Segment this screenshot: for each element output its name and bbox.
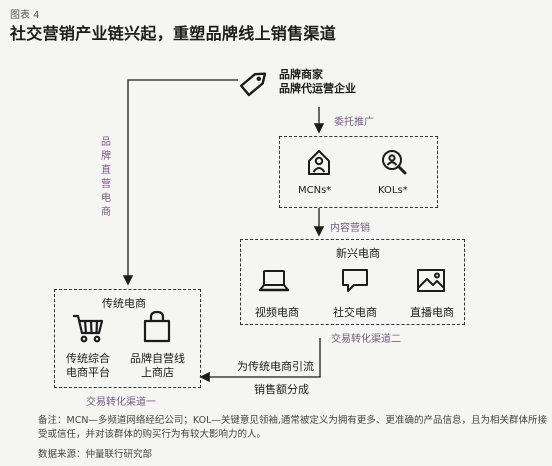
traditional-platform-line2: 电商平台	[66, 366, 110, 379]
social-ecommerce-label: 社交电商	[333, 306, 377, 319]
sales-share-label: 销售额分成	[254, 383, 309, 396]
traditional-ecommerce-box	[54, 289, 201, 388]
arrow-brand-to-traditional	[122, 79, 238, 286]
image-icon	[417, 269, 445, 292]
price-tag-icon	[239, 72, 267, 97]
arrow-emerging-to-traditional	[199, 338, 321, 383]
chat-bubble-icon	[342, 269, 368, 292]
channel-two-label: 交易转化渠道二	[331, 334, 401, 345]
brand-merchant-label: 品牌商家	[279, 68, 323, 81]
emerging-title: 新兴电商	[336, 247, 380, 260]
content-marketing-label: 内容营销	[330, 223, 370, 234]
mcn-kol-box	[279, 136, 438, 208]
brand-store-label: 品牌自营线 上商店	[130, 352, 185, 380]
shopping-bag-icon	[143, 310, 171, 343]
page-title: 社交营销产业链兴起，重塑品牌线上销售渠道	[10, 24, 337, 43]
entrust-label: 委托推广	[334, 117, 374, 128]
footnote: 备注：MCN—多频道网络经纪公司；KOL—关键意见领袖,通常被定义为拥有更多、更…	[38, 414, 548, 442]
brand-store-line1: 品牌自营线	[130, 352, 185, 365]
brand-agency-label: 品牌代运营企业	[279, 82, 356, 95]
figure-label: 图表 4	[10, 10, 40, 21]
mcns-label: MCNs*	[298, 185, 332, 196]
kols-label: KOLs*	[378, 185, 408, 196]
live-ecommerce-label: 直播电商	[410, 306, 454, 319]
traditional-platform-label: 传统综合 电商平台	[66, 352, 110, 380]
laptop-icon	[258, 270, 290, 292]
channel-one-label: 交易转化渠道一	[86, 397, 156, 408]
brand-store-line2: 上商店	[141, 366, 174, 379]
video-ecommerce-label: 视频电商	[255, 306, 299, 319]
data-source: 数据来源：仲量联行研究部	[38, 449, 153, 460]
shopping-cart-icon	[73, 314, 104, 343]
footnote-line1: 备注：MCN—多频道网络经纪公司；KOL—关键意见领袖,通常被定义为拥有更多、更…	[38, 415, 547, 426]
drain-label: 为传统电商引流	[237, 360, 314, 373]
brand-source: 品牌商家 品牌代运营企业	[279, 68, 356, 96]
house-user-icon	[308, 150, 330, 175]
magnifier-user-icon	[382, 150, 407, 175]
brand-direct-label: 品牌直营电商	[101, 137, 111, 218]
traditional-title: 传统电商	[102, 297, 146, 310]
emerging-ecommerce-box	[240, 239, 465, 325]
traditional-platform-line1: 传统综合	[66, 352, 110, 365]
footnote-line2: 受或信任，并对该群体的购买行为有较大影响力的人。	[38, 429, 267, 440]
